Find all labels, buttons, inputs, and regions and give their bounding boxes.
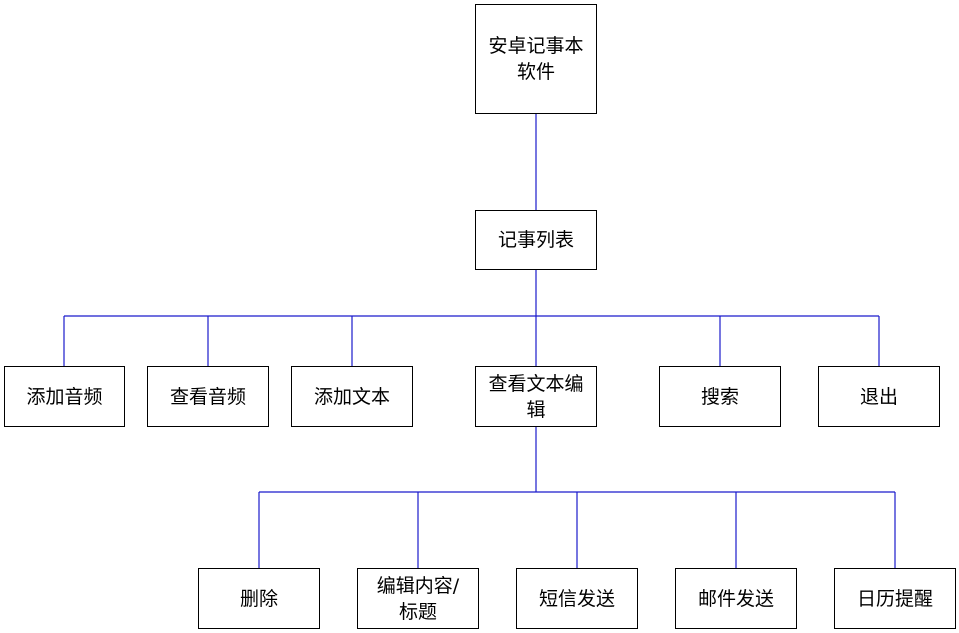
node-calendar-reminder: 日历提醒	[834, 568, 956, 629]
node-delete-label: 删除	[239, 587, 278, 610]
node-sms-send: 短信发送	[516, 568, 638, 629]
node-exit: 退出	[818, 366, 940, 427]
node-view-audio-label: 查看音频	[169, 385, 246, 408]
node-delete: 删除	[198, 568, 320, 629]
node-edit-content-title: 编辑内容/标题	[357, 568, 479, 629]
node-note-list: 记事列表	[475, 210, 597, 270]
node-view-edit-text: 查看文本编辑	[475, 366, 597, 427]
node-add-text: 添加文本	[291, 366, 413, 427]
node-add-audio: 添加音频	[4, 366, 125, 427]
node-view-audio: 查看音频	[147, 366, 269, 427]
node-exit-label: 退出	[859, 385, 898, 408]
node-add-audio-label: 添加音频	[26, 385, 103, 408]
node-search-label: 搜索	[700, 385, 739, 408]
node-note-list-label: 记事列表	[497, 229, 574, 251]
node-add-text-label: 添加文本	[313, 385, 390, 408]
node-calendar-reminder-label: 日历提醒	[856, 587, 933, 610]
node-email-send-label: 邮件发送	[697, 587, 774, 610]
node-email-send: 邮件发送	[675, 568, 797, 629]
node-view-edit-text-label: 查看文本编辑	[488, 372, 584, 421]
node-edit-content-title-label: 编辑内容/标题	[376, 574, 460, 623]
node-search: 搜索	[659, 366, 781, 427]
node-root: 安卓记事本软件	[475, 4, 597, 114]
node-root-label: 安卓记事本软件	[488, 35, 584, 83]
node-sms-send-label: 短信发送	[538, 587, 615, 610]
